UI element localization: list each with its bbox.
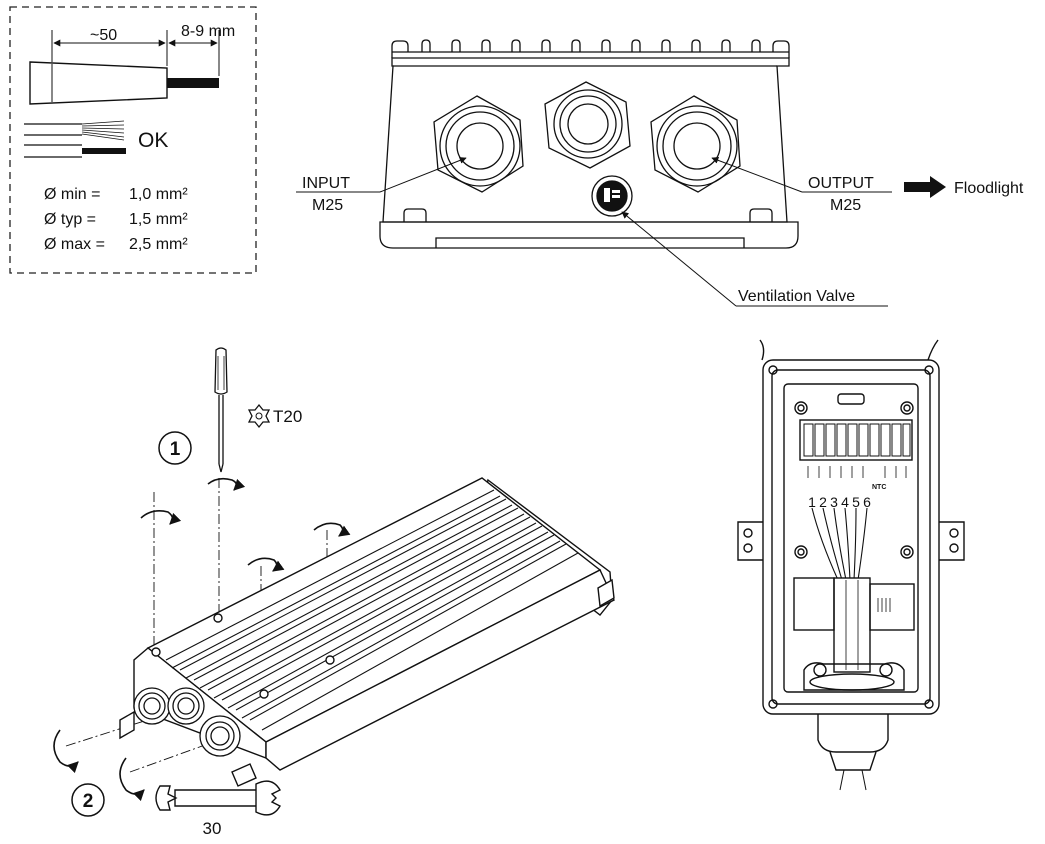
output-label: OUTPUT bbox=[808, 175, 874, 192]
pin-label-3: 3 bbox=[830, 494, 838, 510]
terminal-numbers: 1 2 3 4 5 6 NTC bbox=[808, 484, 886, 510]
enclosure-base bbox=[379, 221, 799, 249]
step2-badge bbox=[71, 783, 105, 817]
step1-label: 1 bbox=[170, 439, 181, 460]
min-label: Ø min = bbox=[44, 186, 100, 203]
output-gland bbox=[650, 95, 741, 193]
pin-label-1: 1 bbox=[808, 494, 816, 510]
step1-badge bbox=[158, 431, 192, 465]
torx-label: T20 bbox=[273, 407, 302, 426]
front-view-callouts: INPUT M25 OUTPUT M25 Floodlight Ventilat… bbox=[296, 156, 1024, 307]
min-value: 1,0 mm² bbox=[129, 186, 188, 203]
wire-spec-panel: ~50 8-9 mm OK Ø min = 1,0 mm² Ø typ = 1,… bbox=[9, 6, 257, 274]
input-size-label: M25 bbox=[312, 197, 343, 214]
dashed-frame bbox=[9, 6, 257, 274]
wire-bundle bbox=[811, 507, 868, 581]
wrench-icon bbox=[155, 780, 281, 816]
pin-label-5: 5 bbox=[852, 494, 860, 510]
isometric-assembly: T20 1 bbox=[53, 347, 615, 838]
center-gland bbox=[544, 81, 631, 169]
right-mount-lug bbox=[939, 521, 965, 561]
torx-icon bbox=[247, 403, 271, 429]
converter-housing bbox=[119, 477, 615, 787]
cable-jacket bbox=[29, 61, 168, 105]
front-glands bbox=[133, 687, 241, 757]
typ-label: Ø typ = bbox=[44, 211, 96, 228]
step2-label: 2 bbox=[83, 791, 94, 812]
cable-sheath bbox=[833, 577, 871, 673]
ventilation-valve bbox=[591, 175, 633, 217]
wrench-size-label: 30 bbox=[203, 819, 222, 838]
max-value: 2,5 mm² bbox=[129, 236, 188, 253]
strip-tip-label: 8-9 mm bbox=[181, 23, 235, 40]
ntc-label: NTC bbox=[872, 484, 886, 491]
solid-conductor bbox=[82, 148, 126, 154]
strip-length-label: ~50 bbox=[90, 27, 117, 44]
screwdriver-icon bbox=[214, 347, 228, 473]
left-mount-lug bbox=[737, 521, 763, 561]
floodlight-label: Floodlight bbox=[954, 180, 1024, 197]
pin-label-6: 6 bbox=[863, 494, 871, 510]
input-label: INPUT bbox=[302, 175, 350, 192]
enclosure-front-view bbox=[379, 39, 799, 249]
input-gland bbox=[433, 95, 524, 193]
heatsink-fins-top bbox=[391, 39, 790, 58]
typ-value: 1,5 mm² bbox=[129, 211, 188, 228]
pin-label-2: 2 bbox=[819, 494, 827, 510]
ok-label: OK bbox=[138, 129, 168, 152]
stripped-conductor bbox=[167, 78, 219, 88]
frayed-strands bbox=[81, 120, 125, 141]
pin-label-4: 4 bbox=[841, 494, 849, 510]
output-size-label: M25 bbox=[830, 197, 861, 214]
terminal-block bbox=[799, 419, 913, 461]
floodlight-arrow bbox=[904, 176, 946, 198]
terminal-wiring-view bbox=[737, 339, 965, 791]
valve-label: Ventilation Valve bbox=[738, 288, 855, 305]
max-label: Ø max = bbox=[44, 236, 105, 253]
rotation-arrows bbox=[53, 477, 351, 802]
